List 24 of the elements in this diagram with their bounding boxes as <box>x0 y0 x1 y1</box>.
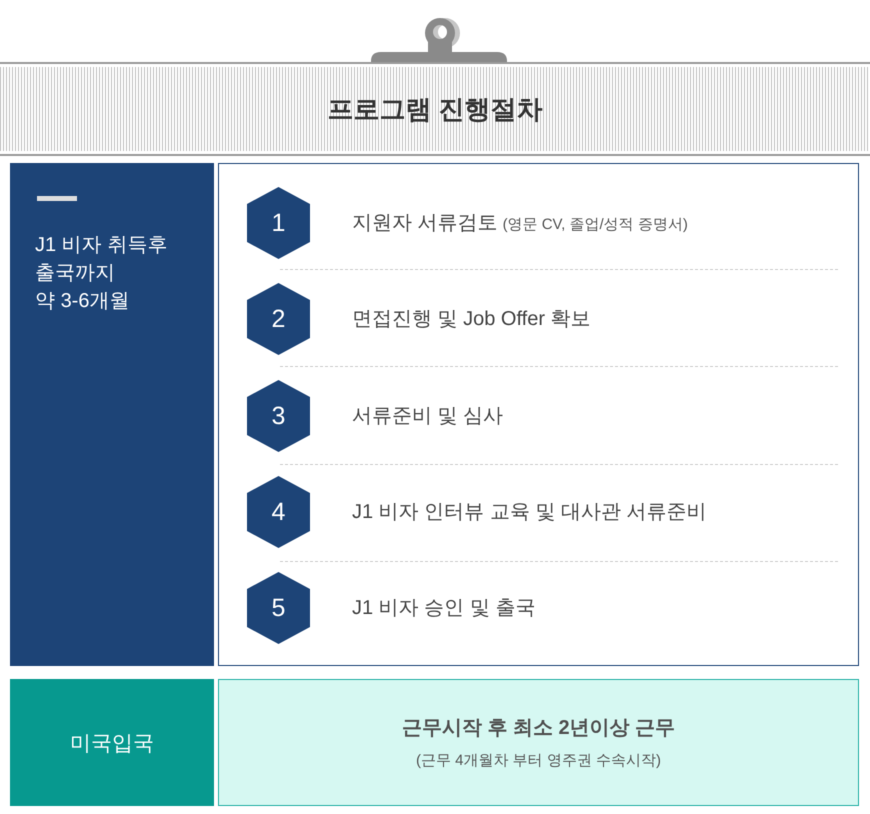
step-hexagon <box>247 476 310 548</box>
step-number: 5 <box>272 593 286 623</box>
step-hexagon <box>247 187 310 259</box>
side-panel <box>10 163 214 666</box>
steps-frame <box>218 163 859 666</box>
step-number: 2 <box>272 304 286 334</box>
step-text: 서류준비 및 심사 <box>352 404 504 429</box>
info-heading: 근무시작 후 최소 2년이상 근무 <box>402 716 676 740</box>
step-text: 지원자 서류검토 <box>352 211 498 236</box>
step-note: (영문 CV, 졸업/성적 증명서) <box>502 215 688 235</box>
panel-text: J1 비자 취득후 출국까지 약 3-6개월 <box>35 233 168 314</box>
step-text: J1 비자 인터뷰 교육 및 대사관 서류준비 <box>352 500 706 525</box>
step-hexagon <box>247 283 310 355</box>
title: 프로그램 진행절차 <box>327 93 543 125</box>
info-box <box>218 679 859 806</box>
step-number: 1 <box>272 208 286 238</box>
step-number: 3 <box>272 401 286 431</box>
step-text: J1 비자 승인 및 출국 <box>352 596 536 621</box>
step-hexagon <box>247 572 310 644</box>
info-note: (근무 4개월차 부터 영주권 수속시작) <box>416 752 661 770</box>
step-hexagon <box>247 380 310 452</box>
step-text: 면접진행 및 Job Offer 확보 <box>352 307 591 332</box>
step-number: 4 <box>272 497 286 527</box>
stage-box: 미국입국 <box>10 679 214 806</box>
